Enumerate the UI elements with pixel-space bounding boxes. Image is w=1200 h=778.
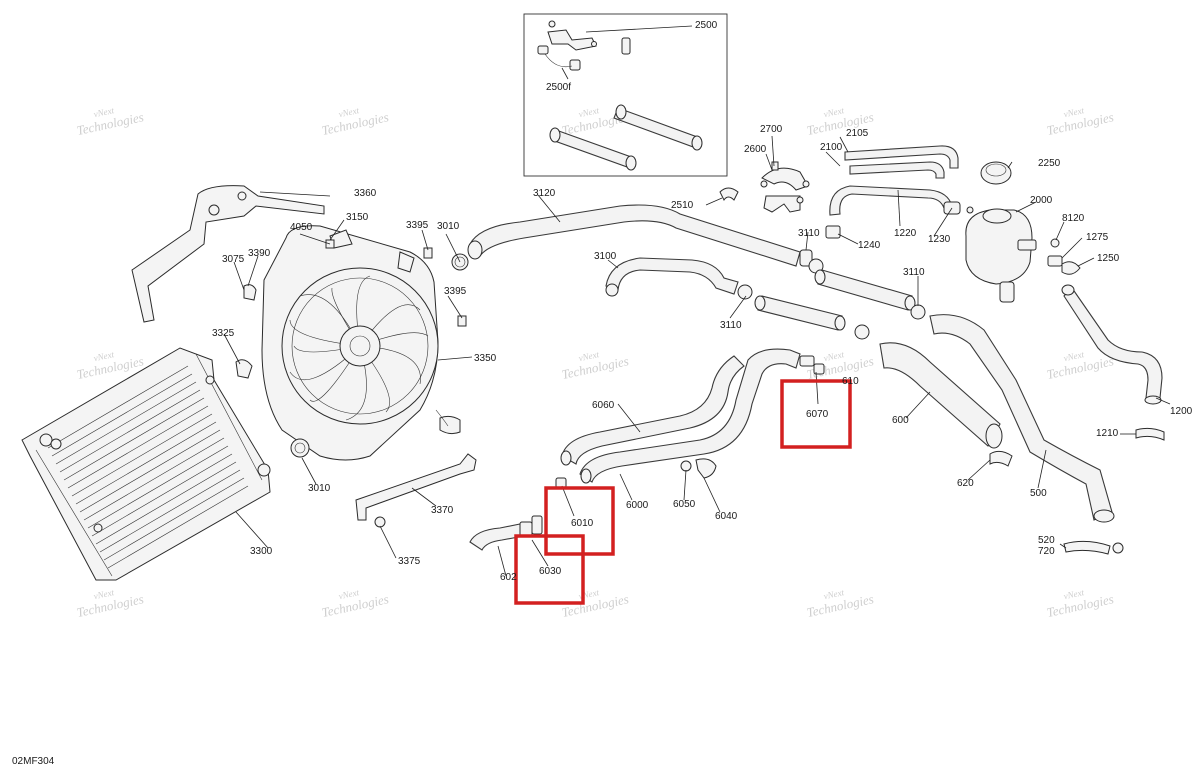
hoses-6000-6060: [469, 348, 825, 551]
callout-600[interactable]: 600: [892, 415, 909, 426]
callout-2500f[interactable]: 2500f: [546, 82, 571, 93]
watermark: vNext Technologies: [75, 105, 145, 138]
callout-3395-b[interactable]: 3395: [444, 286, 467, 297]
callout-1230[interactable]: 1230: [928, 234, 951, 245]
callout-3150[interactable]: 3150: [346, 212, 369, 223]
callout-520[interactable]: 520: [1038, 535, 1055, 546]
callout-2100[interactable]: 2100: [820, 142, 843, 153]
callout-8120[interactable]: 8120: [1062, 213, 1085, 224]
callout-2600[interactable]: 2600: [744, 144, 767, 155]
watermark: vNext Technologies: [805, 587, 875, 620]
callout-620[interactable]: 620: [957, 478, 974, 489]
kit-box-2500: [523, 13, 728, 177]
svg-text:vNext: vNext: [1063, 105, 1086, 119]
callout-500[interactable]: 500: [1030, 488, 1047, 499]
callout-3360[interactable]: 3360: [354, 188, 377, 199]
highlight-box-6070[interactable]: [780, 379, 852, 449]
callout-3350[interactable]: 3350: [474, 353, 497, 364]
callout-1210[interactable]: 1210: [1096, 428, 1119, 439]
callout-2500[interactable]: 2500: [695, 20, 718, 31]
svg-text:vNext: vNext: [578, 349, 601, 363]
svg-text:vNext: vNext: [1063, 587, 1086, 601]
callout-2700[interactable]: 2700: [760, 124, 783, 135]
callout-3010-a[interactable]: 3010: [437, 221, 460, 232]
bracket-2600: [719, 161, 810, 213]
callout-6000[interactable]: 6000: [626, 500, 649, 511]
svg-text:vNext: vNext: [823, 105, 846, 119]
reservoir-assembly: [825, 145, 1165, 441]
callout-2000[interactable]: 2000: [1030, 195, 1053, 206]
svg-text:vNext: vNext: [93, 587, 116, 601]
page-code: 02MF304: [12, 756, 55, 767]
callout-6070[interactable]: 6070: [806, 409, 829, 420]
callout-4050[interactable]: 4050: [290, 222, 313, 233]
fan-assembly-3350: [131, 185, 477, 528]
callout-6030[interactable]: 6030: [539, 566, 562, 577]
watermark: vNext Technologies: [320, 105, 390, 138]
callout-3390[interactable]: 3390: [248, 248, 271, 259]
watermark: vNext Technologies: [320, 587, 390, 620]
svg-text:vNext: vNext: [93, 105, 116, 119]
highlight-box-6030[interactable]: [514, 534, 585, 605]
svg-text:vNext: vNext: [823, 587, 846, 601]
callout-6050[interactable]: 6050: [673, 499, 696, 510]
callout-610[interactable]: 610: [842, 376, 859, 387]
callout-1240[interactable]: 1240: [858, 240, 881, 251]
watermarks: vNext Technologies vNext Technologies vN…: [75, 105, 1115, 620]
callout-3110-c[interactable]: 3110: [903, 267, 925, 278]
hose-3120: [451, 204, 824, 274]
callout-1220[interactable]: 1220: [894, 228, 917, 239]
callout-1200[interactable]: 1200: [1170, 406, 1193, 417]
radiator-3300: [21, 347, 271, 581]
callout-labels: 2500 2500f 2700 2600 2105 2100 2250 2510…: [212, 20, 1193, 583]
svg-text:vNext: vNext: [93, 349, 116, 363]
callout-3010-b[interactable]: 3010: [308, 483, 331, 494]
callout-3300[interactable]: 3300: [250, 546, 273, 557]
callout-6040[interactable]: 6040: [715, 511, 738, 522]
callout-3120[interactable]: 3120: [533, 188, 556, 199]
leader-lines: [223, 25, 1171, 577]
svg-text:vNext: vNext: [1063, 349, 1086, 363]
callout-720[interactable]: 720: [1038, 546, 1055, 557]
watermark: vNext Technologies: [75, 587, 145, 620]
callout-3325[interactable]: 3325: [212, 328, 235, 339]
callout-1275[interactable]: 1275: [1086, 232, 1109, 243]
callout-2510[interactable]: 2510: [671, 200, 694, 211]
svg-text:vNext: vNext: [338, 105, 361, 119]
callout-2250[interactable]: 2250: [1038, 158, 1061, 169]
watermark: vNext Technologies: [1045, 105, 1115, 138]
highlight-boxes: [514, 379, 852, 605]
callout-2105[interactable]: 2105: [846, 128, 869, 139]
highlight-box-6010[interactable]: [544, 486, 615, 556]
callout-3370[interactable]: 3370: [431, 505, 454, 516]
callout-3075[interactable]: 3075: [222, 254, 245, 265]
hose-3100-and-tubes: [605, 257, 1124, 555]
svg-text:vNext: vNext: [578, 105, 601, 119]
watermark: vNext Technologies: [560, 349, 630, 382]
callout-1250[interactable]: 1250: [1097, 253, 1120, 264]
callout-3395-a[interactable]: 3395: [406, 220, 429, 231]
svg-text:vNext: vNext: [823, 349, 846, 363]
callout-6060[interactable]: 6060: [592, 400, 615, 411]
radiator-core: [47, 365, 249, 569]
callout-6010[interactable]: 6010: [571, 518, 594, 529]
callout-3110-b[interactable]: 3110: [720, 320, 742, 331]
callout-3375[interactable]: 3375: [398, 556, 421, 567]
callout-3100[interactable]: 3100: [594, 251, 617, 262]
watermark: vNext Technologies: [560, 587, 630, 620]
callout-602[interactable]: 602: [500, 572, 517, 583]
svg-text:vNext: vNext: [338, 587, 361, 601]
callout-3110-a[interactable]: 3110: [798, 228, 820, 239]
watermark: vNext Technologies: [1045, 587, 1115, 620]
